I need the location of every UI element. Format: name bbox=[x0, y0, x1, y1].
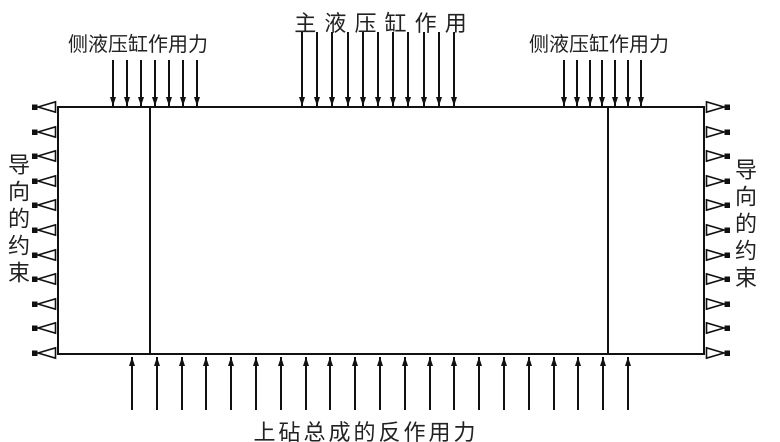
roller-constraint-icon bbox=[32, 125, 57, 138]
force-arrow-up bbox=[376, 357, 383, 410]
guide-constraint-column-right bbox=[705, 100, 731, 360]
roller-constraint-icon bbox=[32, 100, 57, 114]
reaction-arrow-group bbox=[129, 357, 631, 410]
roller-constraint-icon bbox=[705, 125, 730, 138]
roller-constraint-icon bbox=[32, 322, 57, 335]
side-cylinder-arrow-group-right bbox=[561, 60, 644, 106]
roller-constraint-icon bbox=[705, 248, 730, 261]
force-arrow-down bbox=[420, 32, 427, 106]
roller-constraint-icon bbox=[32, 149, 57, 163]
force-arrow-up bbox=[624, 357, 631, 410]
main-cylinder-force-label: 主 液 压 缸 作 用 bbox=[294, 11, 468, 36]
force-arrow-up bbox=[451, 357, 458, 410]
force-arrow-down bbox=[124, 60, 130, 106]
side-cylinder-arrow-group-left bbox=[110, 60, 200, 106]
force-arrow-up bbox=[302, 357, 309, 410]
roller-constraint-icon bbox=[705, 100, 730, 114]
force-arrow-down bbox=[166, 60, 172, 106]
force-arrow-down bbox=[405, 32, 412, 106]
force-arrow-up bbox=[525, 357, 532, 410]
force-arrow-down bbox=[374, 32, 381, 106]
force-arrow-down bbox=[586, 60, 593, 106]
force-arrow-down bbox=[390, 32, 397, 106]
roller-constraint-icon bbox=[705, 174, 730, 188]
roller-constraint-icon bbox=[32, 174, 57, 188]
beam-body-rectangle bbox=[57, 106, 705, 355]
force-arrow-up bbox=[277, 357, 284, 410]
force-arrow-up bbox=[550, 357, 557, 410]
force-arrow-down bbox=[329, 32, 336, 106]
force-arrow-down bbox=[573, 60, 580, 106]
side-cylinder-force-label-left: 侧液压缸作用力 bbox=[68, 34, 208, 56]
partition-line-left bbox=[149, 106, 151, 355]
force-arrow-down bbox=[637, 60, 644, 106]
force-arrow-down bbox=[625, 60, 632, 106]
roller-constraint-icon bbox=[705, 199, 730, 212]
force-arrow-up bbox=[178, 357, 185, 410]
force-arrow-up bbox=[153, 357, 160, 410]
reaction-force-label: 上砧总成的反作用力 bbox=[253, 420, 479, 442]
side-cylinder-force-label-right: 侧液压缸作用力 bbox=[529, 34, 669, 56]
roller-constraint-icon bbox=[705, 149, 730, 163]
force-arrow-down bbox=[435, 32, 442, 106]
force-arrow-down bbox=[450, 32, 457, 106]
guide-constraint-label-right: 导向的约束 bbox=[732, 158, 757, 293]
force-arrow-down bbox=[314, 32, 321, 106]
force-arrow-up bbox=[575, 357, 582, 410]
force-arrow-up bbox=[327, 357, 334, 410]
roller-constraint-icon bbox=[705, 297, 730, 311]
force-arrow-up bbox=[500, 357, 507, 410]
force-arrow-down bbox=[180, 60, 186, 106]
force-arrow-down bbox=[561, 60, 567, 106]
roller-constraint-icon bbox=[32, 346, 57, 360]
force-arrow-up bbox=[129, 357, 135, 410]
roller-constraint-icon bbox=[32, 223, 57, 237]
force-arrow-down bbox=[110, 60, 116, 106]
roller-constraint-icon bbox=[705, 322, 730, 335]
partition-line-right bbox=[607, 106, 609, 355]
force-arrow-up bbox=[401, 357, 408, 410]
force-arrow-down bbox=[359, 32, 366, 106]
force-arrow-up bbox=[426, 357, 433, 410]
force-arrow-down bbox=[194, 60, 200, 106]
main-cylinder-arrow-group bbox=[299, 32, 457, 106]
force-arrow-down bbox=[152, 60, 158, 106]
roller-constraint-icon bbox=[32, 272, 57, 286]
force-arrow-down bbox=[344, 32, 351, 106]
force-arrow-up bbox=[228, 357, 235, 410]
force-arrow-down bbox=[599, 60, 606, 106]
force-arrow-down bbox=[612, 60, 619, 106]
roller-constraint-icon bbox=[32, 297, 57, 311]
roller-constraint-icon bbox=[32, 199, 57, 212]
force-arrow-up bbox=[600, 357, 607, 410]
force-arrow-up bbox=[352, 357, 359, 410]
force-arrow-up bbox=[203, 357, 210, 410]
roller-constraint-icon bbox=[32, 248, 57, 261]
guide-constraint-label-left: 导向的约束 bbox=[5, 153, 30, 288]
guide-constraint-column-left bbox=[31, 100, 57, 360]
roller-constraint-icon bbox=[705, 223, 730, 237]
force-arrow-down bbox=[299, 32, 305, 106]
force-arrow-up bbox=[476, 357, 483, 410]
roller-constraint-icon bbox=[705, 346, 730, 360]
force-arrow-down bbox=[138, 60, 144, 106]
force-arrow-up bbox=[252, 357, 259, 410]
roller-constraint-icon bbox=[705, 272, 730, 286]
